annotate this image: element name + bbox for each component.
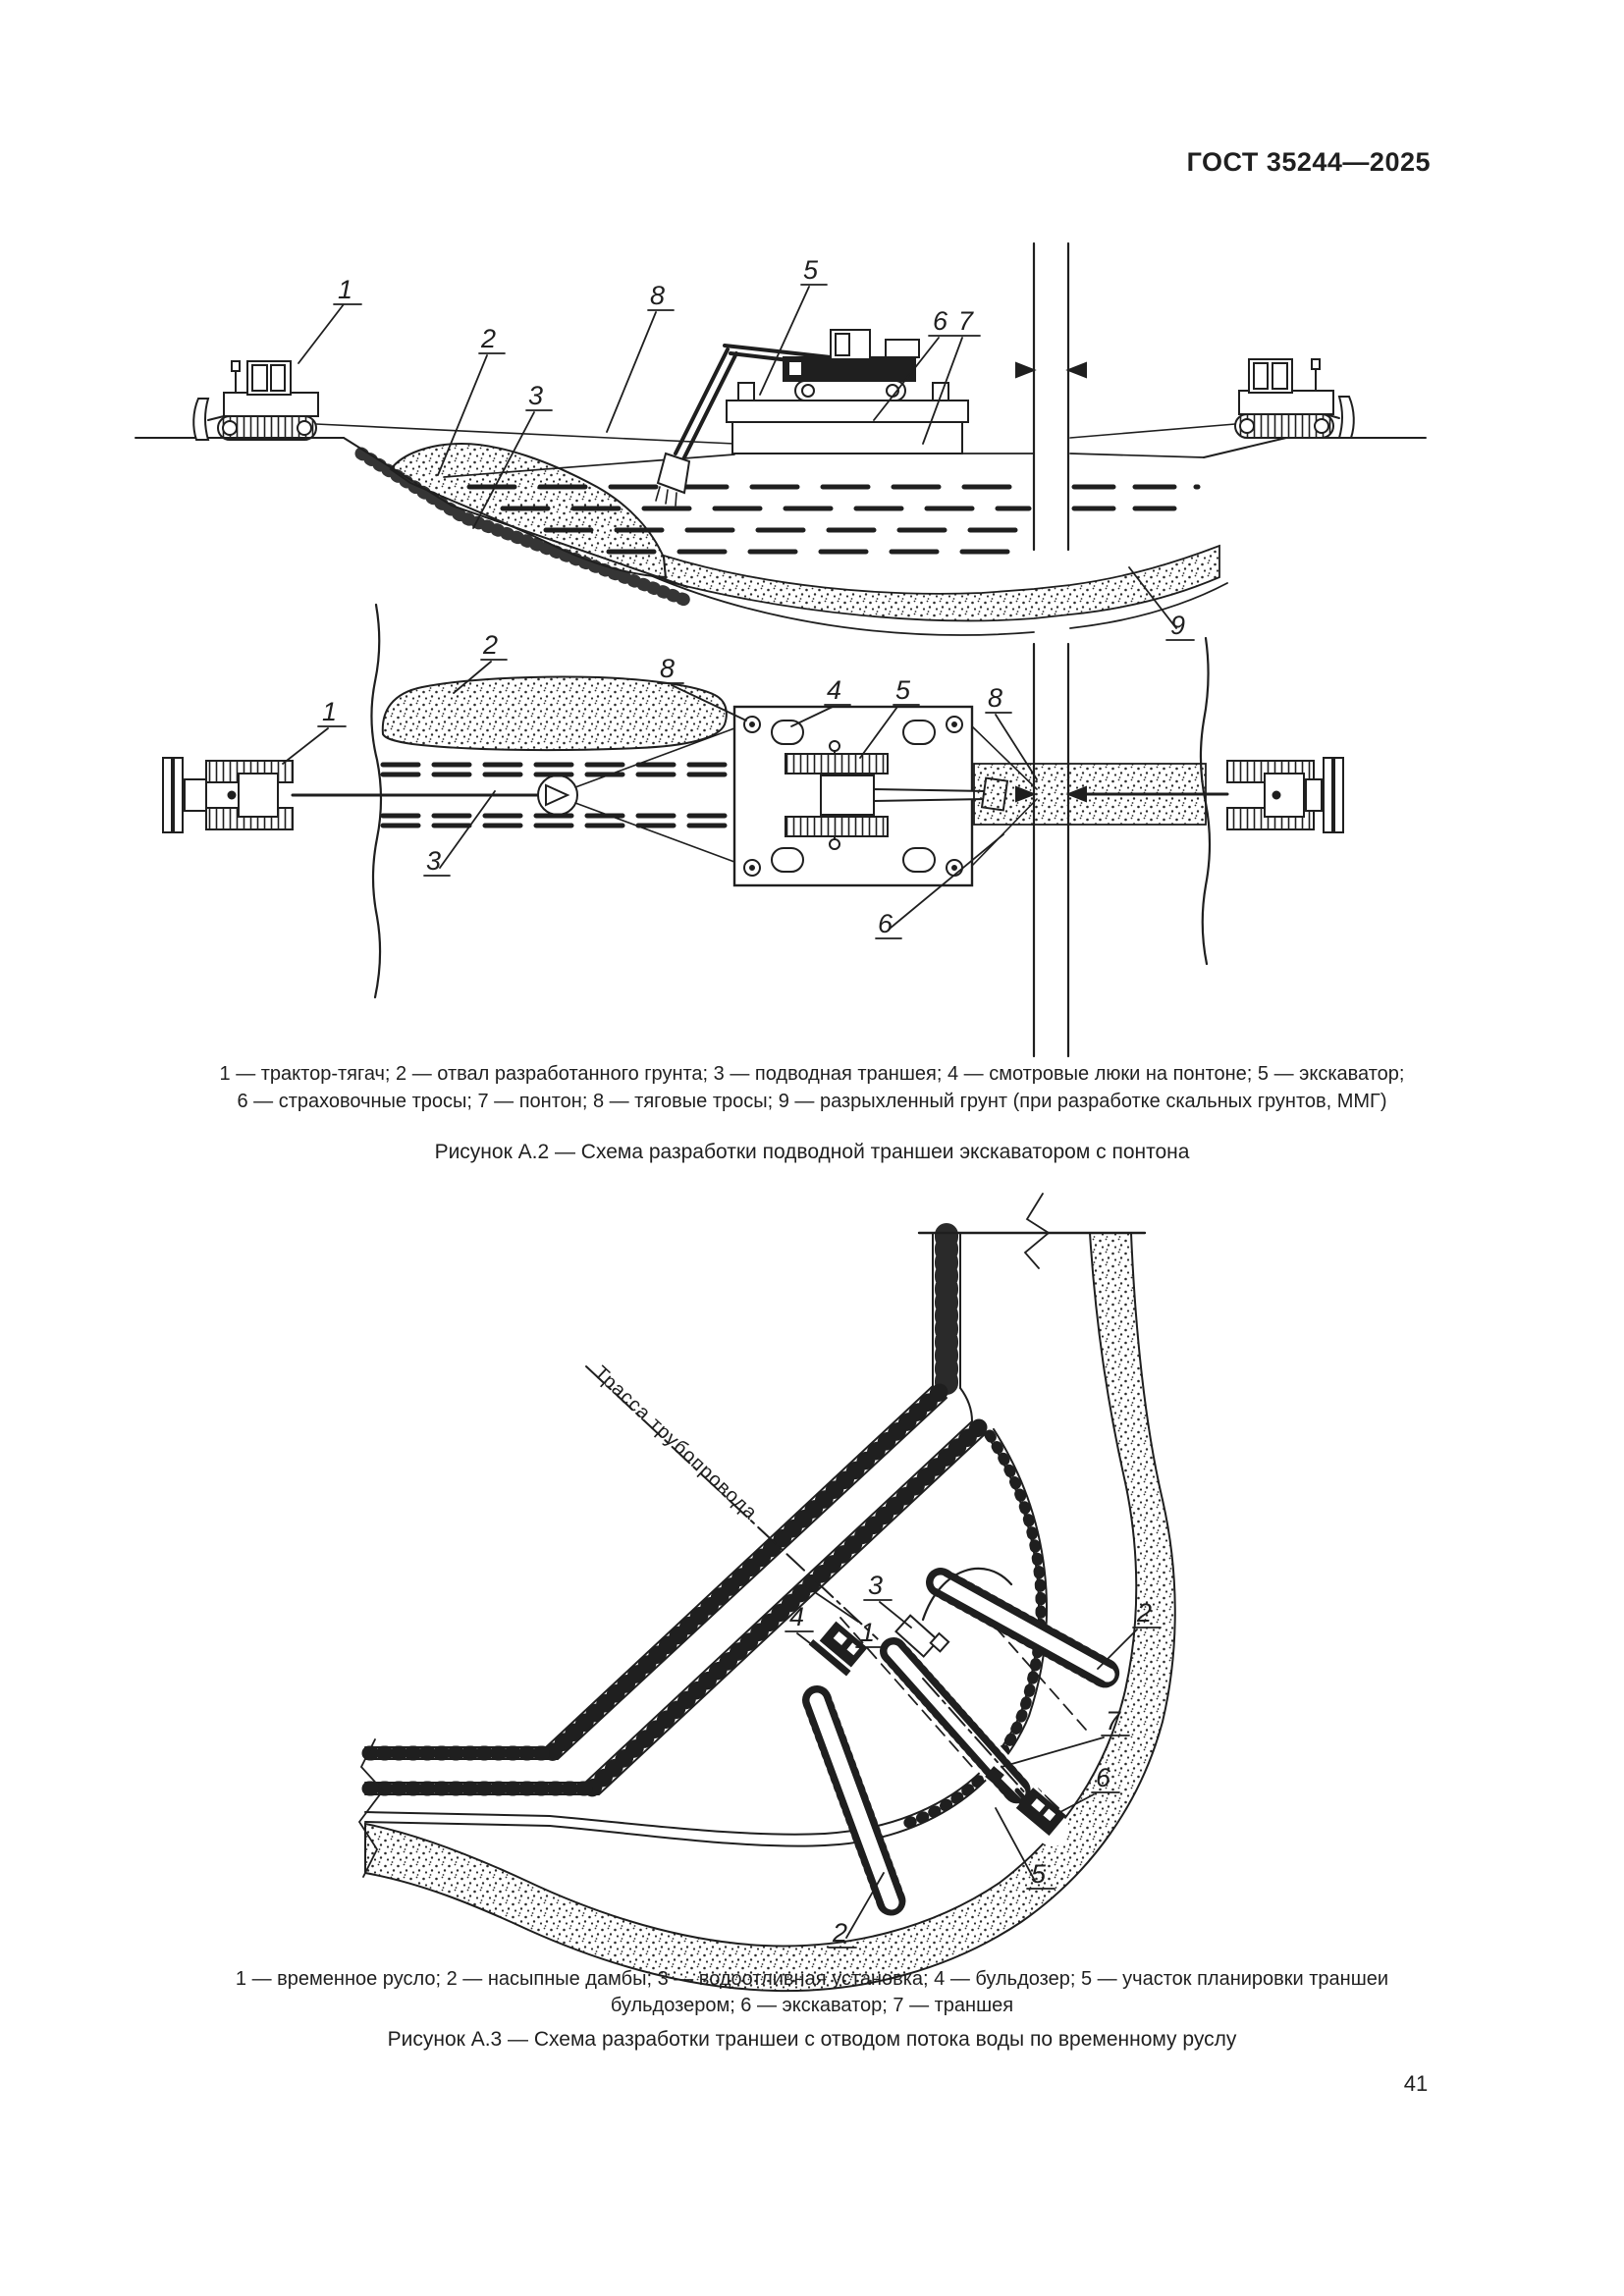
- callout-6: 6: [933, 306, 948, 336]
- callout-1: 1: [322, 697, 337, 726]
- figure-a2-legend-line2: 6 — страховочные тросы; 7 — понтон; 8 — …: [237, 1091, 1387, 1112]
- callout-3: 3: [528, 381, 543, 410]
- dam-lower-icon: [802, 1685, 906, 1917]
- callout-4: 4: [789, 1602, 804, 1631]
- callout-3: 3: [868, 1571, 883, 1600]
- callout-2: 2: [480, 324, 496, 353]
- bulldozer-icon: [808, 1621, 868, 1677]
- tractor-right-icon: [1234, 358, 1355, 439]
- callout-1: 1: [860, 1618, 875, 1647]
- callout-9: 9: [1170, 611, 1185, 640]
- figure-a2-side-view: [135, 241, 1427, 641]
- pump-unit-icon: [894, 1567, 1013, 1658]
- callout-5: 5: [803, 255, 819, 285]
- callout-2-right: 2: [1136, 1598, 1152, 1628]
- figure-a3-legend-line1: 1 — временное русло; 2 — насыпные дамбы;…: [235, 1968, 1389, 1990]
- pipeline-route-label: Трасса трубопровода: [590, 1362, 762, 1524]
- callout-5: 5: [1031, 1859, 1047, 1889]
- figure-a2-caption: Рисунок А.2 — Схема разработки подводной…: [434, 1141, 1190, 1163]
- pontoon-icon: [726, 382, 969, 454]
- excavator-a3-icon: [985, 1766, 1066, 1837]
- callout-5: 5: [895, 675, 911, 705]
- figure-a2-side-callouts: 1 2 3 8 5 6 7 9: [338, 255, 1185, 640]
- callout-4: 4: [827, 675, 841, 705]
- callout-7: 7: [1106, 1706, 1121, 1735]
- figure-a2-plan-view: [162, 603, 1344, 1058]
- callout-3: 3: [426, 846, 441, 876]
- figure-a3-diagram: [357, 1193, 1176, 1993]
- callout-7: 7: [958, 306, 974, 336]
- figure-a3-legend-line2: бульдозером; 6 — экскаватор; 7 — траншея: [610, 1995, 1014, 2016]
- callout-8: 8: [650, 281, 665, 310]
- tractor-left-icon: [192, 360, 319, 441]
- excavator-icon: [655, 329, 920, 507]
- tractor-right-plan-icon: [1226, 757, 1344, 833]
- callout-8-right: 8: [988, 683, 1002, 713]
- figure-a2-plan-callouts: 1 2 8 4 5 8 3 6: [322, 630, 1002, 938]
- tractor-left-plan-icon: [162, 757, 294, 833]
- figure-a3-caption: Рисунок А.3 — Схема разработки траншеи с…: [387, 2028, 1237, 2051]
- callout-8-left: 8: [660, 654, 675, 683]
- callout-2-bottom: 2: [832, 1918, 847, 1948]
- page-number: 41: [1403, 2071, 1429, 2096]
- callout-6: 6: [1096, 1763, 1111, 1792]
- callout-1: 1: [338, 275, 352, 304]
- document-title: ГОСТ 35244—2025: [1186, 147, 1431, 177]
- dam-upper-icon: [926, 1568, 1122, 1689]
- figure-a2-legend-line1: 1 — трактор-тягач; 2 — отвал разработанн…: [219, 1063, 1405, 1085]
- callout-6: 6: [878, 909, 893, 938]
- callout-2: 2: [482, 630, 498, 660]
